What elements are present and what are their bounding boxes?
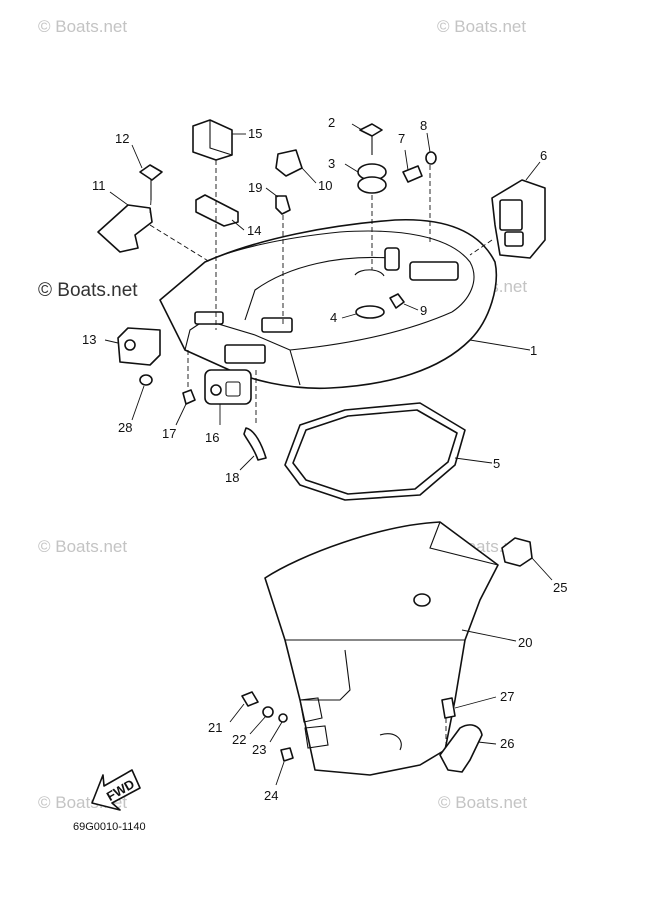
part-14-plate bbox=[195, 194, 239, 227]
watermark-bottom-right: © Boats.net bbox=[438, 793, 527, 812]
label-18: 18 bbox=[225, 470, 239, 485]
label-3: 3 bbox=[328, 156, 335, 171]
part-19-screw bbox=[275, 195, 291, 215]
watermark-middle-left: © Boats.net bbox=[38, 280, 138, 301]
watermark-top-left: © Boats.net bbox=[38, 17, 127, 36]
part-number-labels: 1 2 3 4 5 6 7 8 9 10 11 12 13 14 15 16 1… bbox=[82, 115, 567, 803]
part-12-bolt bbox=[139, 164, 163, 181]
part-27-screw bbox=[441, 697, 456, 719]
part-23-washer bbox=[278, 713, 288, 723]
label-16: 16 bbox=[205, 430, 219, 445]
label-25: 25 bbox=[553, 580, 567, 595]
label-9: 9 bbox=[420, 303, 427, 318]
label-4: 4 bbox=[330, 310, 337, 325]
label-7: 7 bbox=[398, 131, 405, 146]
label-24: 24 bbox=[264, 788, 278, 803]
part-26-clamp bbox=[439, 724, 483, 773]
label-1: 1 bbox=[530, 343, 537, 358]
label-21: 21 bbox=[208, 720, 222, 735]
part-8-washer bbox=[425, 151, 437, 165]
part-5-seal bbox=[284, 402, 466, 501]
label-28: 28 bbox=[118, 420, 132, 435]
label-13: 13 bbox=[82, 332, 96, 347]
part-2-bolt bbox=[359, 123, 383, 155]
label-19: 19 bbox=[248, 180, 262, 195]
label-5: 5 bbox=[493, 456, 500, 471]
label-2: 2 bbox=[328, 115, 335, 130]
diagram-code: 69G0010-1140 bbox=[73, 821, 146, 833]
part-9-nut bbox=[389, 293, 405, 309]
part-20-apron bbox=[264, 521, 499, 776]
label-26: 26 bbox=[500, 736, 514, 751]
part-15-clip bbox=[192, 119, 233, 161]
part-4-stud bbox=[355, 305, 385, 319]
label-22: 22 bbox=[232, 732, 246, 747]
part-6-bracket bbox=[491, 179, 546, 259]
label-8: 8 bbox=[420, 118, 427, 133]
label-6: 6 bbox=[540, 148, 547, 163]
part-17-screw bbox=[182, 389, 196, 405]
part-1-bottom-cowling bbox=[159, 218, 498, 390]
label-20: 20 bbox=[518, 635, 532, 650]
part-24-nut bbox=[280, 747, 294, 762]
label-15: 15 bbox=[248, 126, 262, 141]
label-14: 14 bbox=[247, 223, 261, 238]
part-7-screw bbox=[402, 165, 423, 183]
part-18-strip bbox=[243, 427, 267, 461]
part-11-bracket bbox=[97, 204, 153, 253]
label-23: 23 bbox=[252, 742, 266, 757]
leader-lines bbox=[104, 123, 553, 786]
part-3-washer bbox=[357, 163, 387, 194]
part-28-plug bbox=[139, 374, 153, 386]
part-13-cap bbox=[117, 327, 161, 366]
part-10-grommet bbox=[275, 149, 303, 177]
label-17: 17 bbox=[162, 426, 176, 441]
label-10: 10 bbox=[318, 178, 332, 193]
watermark-lower-left: © Boats.net bbox=[38, 537, 127, 556]
label-27: 27 bbox=[500, 689, 514, 704]
part-16-grommet bbox=[204, 369, 252, 405]
label-11: 11 bbox=[92, 178, 106, 193]
part-21-bolt bbox=[241, 691, 259, 707]
assembly-guides bbox=[149, 160, 493, 750]
label-12: 12 bbox=[115, 131, 129, 146]
watermark-top-right: © Boats.net bbox=[437, 17, 526, 36]
part-22-washer bbox=[262, 706, 274, 718]
